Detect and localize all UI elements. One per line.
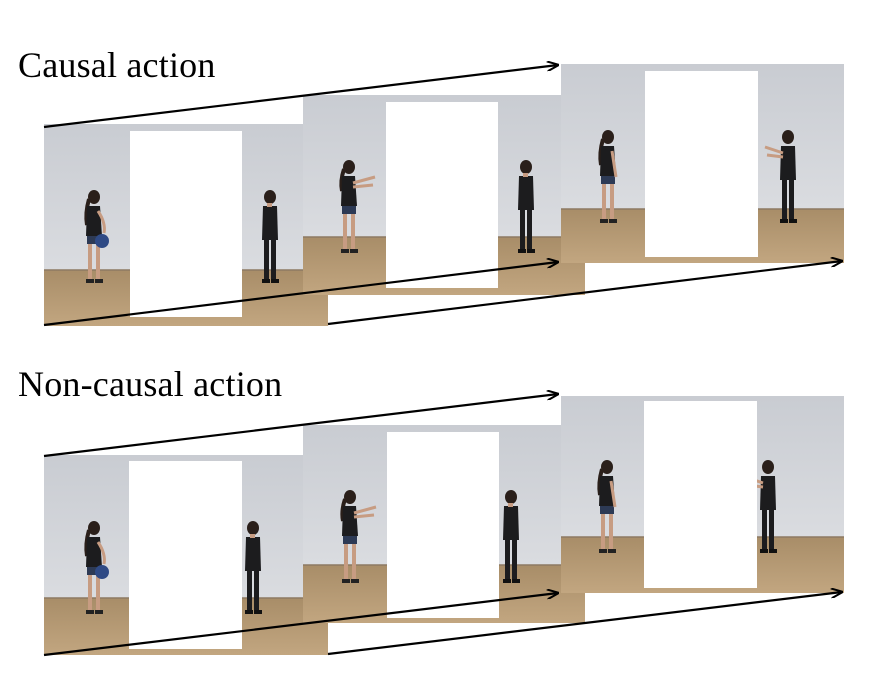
masked-region: [645, 71, 758, 257]
masked-region: [129, 461, 242, 649]
ball-icon: [95, 565, 109, 579]
masked-region: [644, 401, 757, 588]
bottom-arrow: [43, 593, 558, 657]
top-arrow: [43, 394, 558, 458]
masked-region: [130, 131, 242, 317]
bottom-arrow: [43, 262, 558, 327]
ball-icon: [95, 234, 109, 248]
bottom-arrow: [327, 592, 842, 656]
bottom-arrow: [327, 261, 842, 326]
non-causal-frame-3: [561, 396, 844, 593]
causal-frame-1: [44, 124, 328, 326]
non-causal-frame-2: [303, 425, 585, 623]
causal-frame-2: [303, 95, 585, 295]
non-causal-frame-1: [44, 455, 328, 655]
masked-region: [386, 102, 498, 288]
non-causal-action-label: Non-causal action: [18, 364, 283, 404]
masked-region: [387, 432, 499, 618]
causal-frame-3: [561, 64, 844, 263]
causal-action-label: Causal action: [18, 45, 216, 85]
top-arrow: [43, 65, 558, 129]
